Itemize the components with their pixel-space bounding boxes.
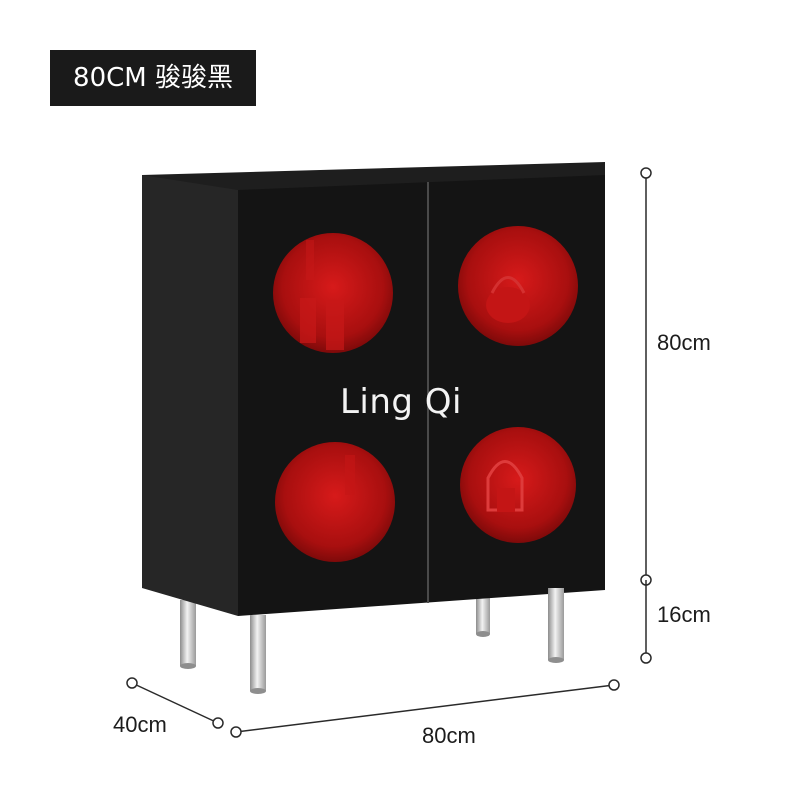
- brand-watermark: Ling Qi: [339, 382, 463, 422]
- height-body-label: 80cm: [657, 330, 711, 355]
- door-window-bottom-right: [460, 427, 576, 543]
- height-legs-label: 16cm: [657, 602, 711, 627]
- back-legs: [180, 592, 490, 669]
- dimension-line-height: [640, 167, 652, 586]
- product-variant-tag: 80CM 骏骏黑: [50, 50, 256, 106]
- dimension-line-width: [230, 679, 620, 738]
- cabinet-top: [142, 162, 605, 192]
- door-window-top-right: [458, 226, 578, 346]
- door-window-top-left: [273, 233, 393, 353]
- depth-label: 40cm: [113, 712, 167, 737]
- width-label: 80cm: [422, 723, 476, 748]
- dimension-line-legs: [640, 580, 652, 664]
- door-window-bottom-left: [275, 442, 395, 562]
- cabinet-side-panel: [142, 175, 238, 616]
- front-legs: [250, 588, 564, 694]
- dimension-line-depth: [126, 677, 224, 729]
